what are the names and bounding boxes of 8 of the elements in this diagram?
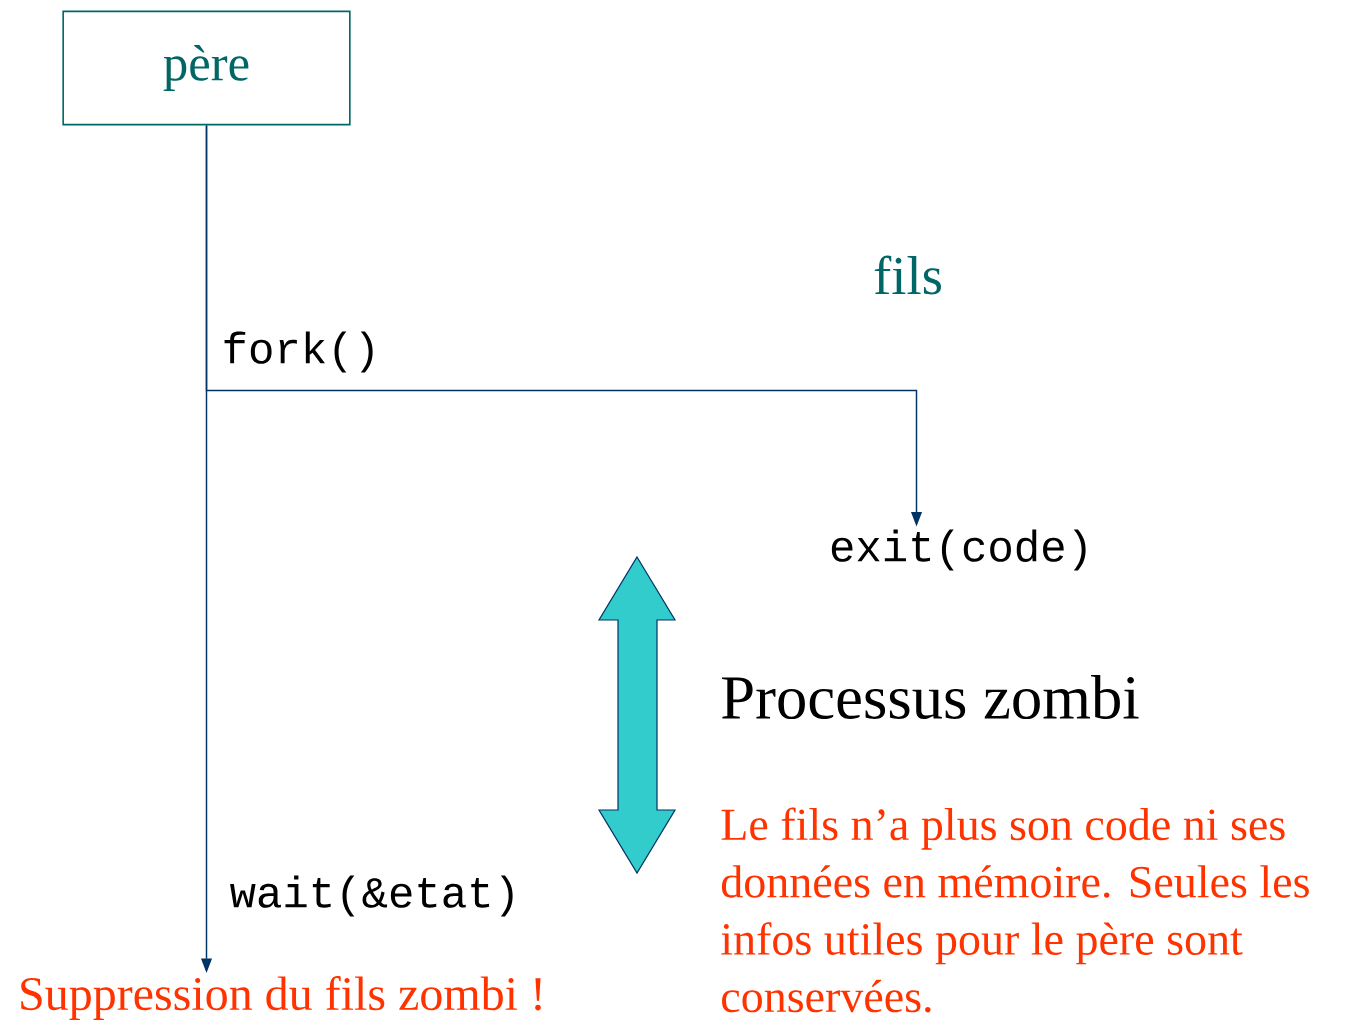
status-text: Suppression du fils zombi ! [21,976,541,1020]
note-text: Le fils n’a plus son code ni ses données en mémoire. Seules les infos utiles pour le père sont conservées. [721,807,1309,1013]
process-box: père [62,10,351,126]
edge-label: fork() [224,331,373,373]
edge-label: wait(&etat) [230,875,513,917]
heading: Processus zombi [722,674,1139,720]
process-label: fils [874,255,941,295]
process-label: exit(code) [831,529,1086,571]
